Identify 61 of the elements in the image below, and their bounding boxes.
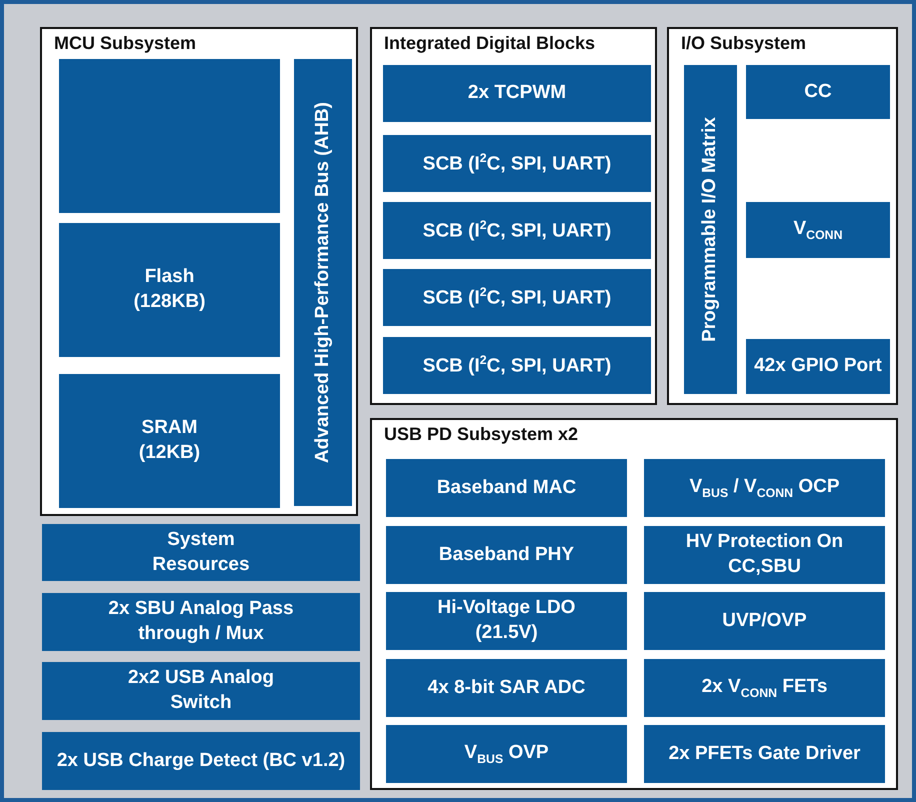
bus-bar (294, 59, 352, 506)
block-box (746, 65, 890, 119)
block-box (383, 337, 651, 394)
block-box (383, 269, 651, 326)
block-label: V$_{BUS}$ OVP (464, 741, 549, 767)
block-label: SCB (I$^{2}$C, SPI, UART) (422, 216, 612, 244)
block-box (42, 593, 360, 651)
panel-title: I/O Subsystem (681, 33, 806, 54)
block-label: 2x SBU Analog Pass through / Mux (107, 597, 295, 646)
block-label: 42x GPIO Port (754, 354, 882, 378)
block-label: Programmable I/O Matrix (698, 117, 722, 342)
panel-title: USB PD Subsystem x2 (384, 424, 578, 445)
block-box (59, 59, 280, 213)
block-label: 2x USB Charge Detect (BC v1.2) (56, 748, 346, 773)
block-label: Advanced High-Performance Bus (AHB) (310, 102, 334, 464)
block-box (386, 725, 627, 783)
block-box (644, 459, 885, 517)
block-label: Hi-Voltage LDO (21.5V) (436, 596, 576, 645)
block-box (644, 526, 885, 584)
block-label: SCB (I$^{2}$C, SPI, UART) (422, 150, 612, 176)
block-box (386, 659, 627, 717)
block-label: 2x TCPWM (468, 81, 566, 106)
block-box (59, 223, 280, 357)
block-label: 4x 8-bit SAR ADC (428, 676, 586, 700)
block-label: Flash (128KB) (132, 265, 206, 314)
block-label: 2x2 USB Analog Switch (126, 666, 276, 715)
block-box (383, 202, 651, 259)
block-label: SRAM (12KB) (138, 416, 202, 465)
block-box (386, 592, 627, 650)
panel-title: Integrated Digital Blocks (384, 33, 596, 54)
block-label: V$_{BUS}$ / V$_{CONN}$ OCP (689, 475, 840, 501)
block-box (42, 662, 360, 720)
block-box (746, 202, 890, 258)
block-box (383, 135, 651, 192)
block-box (644, 725, 885, 783)
block-box (644, 592, 885, 650)
block-label: SCB (I$^{2}$C, SPI, UART) (422, 352, 612, 378)
block-label: HV Protection On CC,SBU (684, 530, 844, 579)
block-label: CC (804, 80, 832, 104)
block-box (383, 65, 651, 122)
block-box (42, 524, 360, 581)
panel-title: MCU Subsystem (54, 33, 196, 54)
block-box (644, 659, 885, 717)
block-box (42, 732, 360, 790)
block-label: System Resources (151, 528, 251, 576)
block-box (386, 459, 627, 517)
block-label: UVP/OVP (722, 608, 807, 633)
block-label: V$_{CONN}$ (793, 217, 843, 243)
block-box (746, 339, 890, 394)
block-label: Baseband MAC (436, 476, 576, 500)
block-box (386, 526, 627, 584)
subsystem-panel (370, 27, 657, 405)
block-label: SCB (I$^{2}$C, SPI, UART) (422, 284, 612, 310)
block-label: 2x V$_{CONN}$ FETs (702, 675, 828, 701)
subsystem-panel (40, 27, 358, 516)
subsystem-panel (370, 418, 898, 790)
subsystem-panel (667, 27, 898, 405)
bus-bar (684, 65, 737, 394)
block-box (59, 374, 280, 508)
block-label: 2x PFETs Gate Driver (668, 742, 860, 766)
block-label: Baseband PHY (438, 542, 574, 567)
